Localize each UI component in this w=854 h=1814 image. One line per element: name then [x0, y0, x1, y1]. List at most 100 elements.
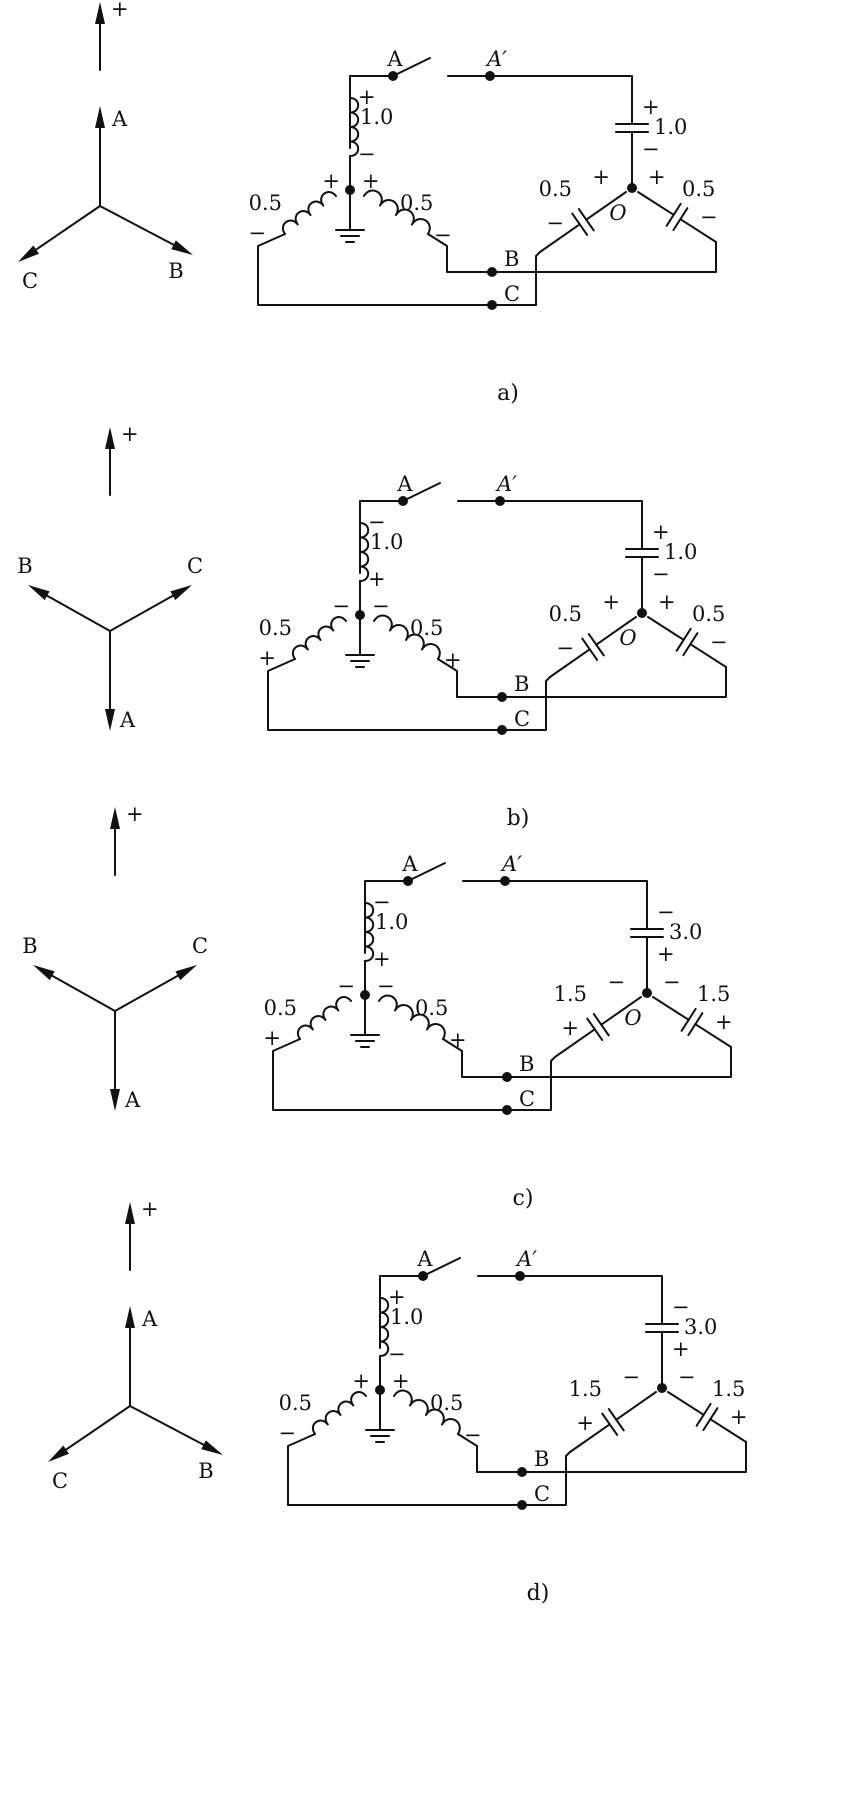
phasor-b-label: B	[22, 934, 37, 958]
arrow-head	[33, 965, 55, 981]
cap-plate	[687, 1012, 704, 1037]
capacitor-left-value: 1.5	[554, 982, 587, 1006]
arrow-shaft	[35, 205, 101, 251]
node-c-label: C	[504, 282, 520, 306]
arrow-head	[125, 1202, 135, 1224]
capacitor-top	[625, 538, 659, 614]
arrow-shaft	[109, 594, 174, 632]
inductor-top-upper-polarity: +	[388, 1285, 406, 1309]
capacitor-top-lower-polarity: −	[652, 562, 670, 586]
fault-switch-blade	[422, 1257, 461, 1277]
node-o-dot	[657, 1383, 667, 1393]
wire-cap-left-to-c	[506, 1056, 556, 1111]
cap-plate	[586, 1017, 604, 1041]
cap-lead	[569, 1423, 611, 1453]
wire-left-top	[364, 880, 409, 954]
arrow-head	[105, 709, 115, 731]
arrow-shaft	[65, 1405, 131, 1451]
wire-right-to-b	[442, 1038, 508, 1078]
capacitor-left-value: 1.5	[569, 1377, 602, 1401]
capacitor-right-value: 1.5	[697, 982, 730, 1006]
phasor-a-label: A	[119, 708, 136, 732]
inductor-top-upper-polarity: +	[358, 85, 376, 109]
inductor-top-coil	[359, 522, 370, 582]
wire-cap-right-to-b	[506, 1046, 732, 1078]
wire-cap-left-to-c	[491, 251, 541, 306]
capacitor-top-upper-polarity: −	[657, 900, 675, 924]
capacitor-right-outer-polarity: +	[715, 1010, 733, 1034]
node-c-label: C	[519, 1087, 535, 1111]
cap-lead	[549, 648, 591, 678]
capacitor-left-inner-polarity: −	[607, 970, 625, 994]
capacitor-left	[569, 1391, 657, 1453]
cap-lead	[694, 1023, 732, 1048]
capacitor-right-outer-polarity: −	[710, 630, 728, 654]
capacitor-right-value: 1.5	[712, 1377, 745, 1401]
wire-left-to-c	[257, 233, 493, 306]
inductor-left-value: 0.5	[264, 996, 297, 1020]
arrow-head	[95, 2, 105, 24]
wire-left-to-c	[272, 1038, 508, 1111]
cap-plate	[601, 1412, 619, 1436]
capacitor-left-inner-polarity: +	[592, 165, 610, 189]
wire-right-top	[519, 1275, 663, 1315]
wire-cap-left-to-c	[521, 1451, 571, 1506]
cap-lead	[667, 1391, 705, 1416]
inductor-right-value: 0.5	[430, 1391, 463, 1415]
arrow-head	[125, 1306, 135, 1328]
capacitor-right-inner-polarity: −	[678, 1365, 696, 1389]
positive-sequence-arrow	[95, 2, 105, 71]
capacitor-top-upper-polarity: −	[672, 1295, 690, 1319]
panel-caption: d)	[527, 1581, 550, 1606]
inductor-right-outer-polarity: −	[464, 1423, 482, 1447]
arrow-head	[18, 245, 39, 262]
capacitor-right	[652, 996, 732, 1048]
inductor-right-inner-polarity: +	[392, 1369, 410, 1393]
phasor-c-arrow	[18, 205, 101, 262]
arrow-head	[201, 1440, 223, 1455]
capacitor-top	[645, 1313, 679, 1389]
cap-lead	[709, 1418, 747, 1443]
wire-left-top	[379, 1275, 424, 1349]
wire-right-top	[489, 75, 633, 115]
phasor-c-label: C	[22, 269, 38, 293]
inductor-top-lower-polarity: +	[368, 567, 386, 591]
capacitor-left	[539, 191, 627, 253]
phasor-a-arrow	[95, 106, 105, 207]
phasor-c-label: C	[192, 934, 208, 958]
node-a-label: A	[396, 472, 413, 496]
capacitor-top-lower-polarity: −	[642, 137, 660, 161]
wire-cap-right-to-b	[491, 241, 717, 273]
capacitor-right-outer-polarity: −	[700, 205, 718, 229]
capacitor-left	[549, 616, 637, 678]
inductor-right-outer-polarity: +	[444, 648, 462, 672]
inductor-right-outer-polarity: +	[449, 1028, 467, 1052]
cap-plate	[665, 202, 682, 227]
capacitor-top-value: 3.0	[684, 1315, 717, 1339]
inductor-top-upper-polarity: −	[373, 890, 391, 914]
cap-plate	[592, 1013, 610, 1037]
node-a-label: A	[416, 1247, 433, 1271]
phasor-b-label: B	[168, 259, 183, 283]
cap-plate	[581, 637, 599, 661]
node-b-label: B	[514, 672, 529, 696]
arrow-shaft	[99, 205, 175, 246]
phasor-a-label: A	[141, 1307, 158, 1331]
phasor-b-arrow	[99, 205, 193, 255]
inductor-top-value: 1.0	[390, 1305, 423, 1329]
capacitor-left-outer-polarity: −	[556, 636, 574, 660]
node-a-prime-label: A′	[500, 852, 522, 876]
cap-plate	[672, 207, 689, 232]
wire-left-to-c	[267, 658, 503, 731]
inductor-left-outer-polarity: −	[278, 1421, 296, 1445]
inductor-left-coil	[311, 1391, 367, 1435]
inductor-left-coil	[296, 996, 352, 1040]
cap-lead	[615, 1391, 657, 1421]
inductor-left-coil	[291, 616, 347, 660]
capacitor-right-value: 0.5	[682, 177, 715, 201]
inductor-top-coil	[379, 1297, 390, 1357]
